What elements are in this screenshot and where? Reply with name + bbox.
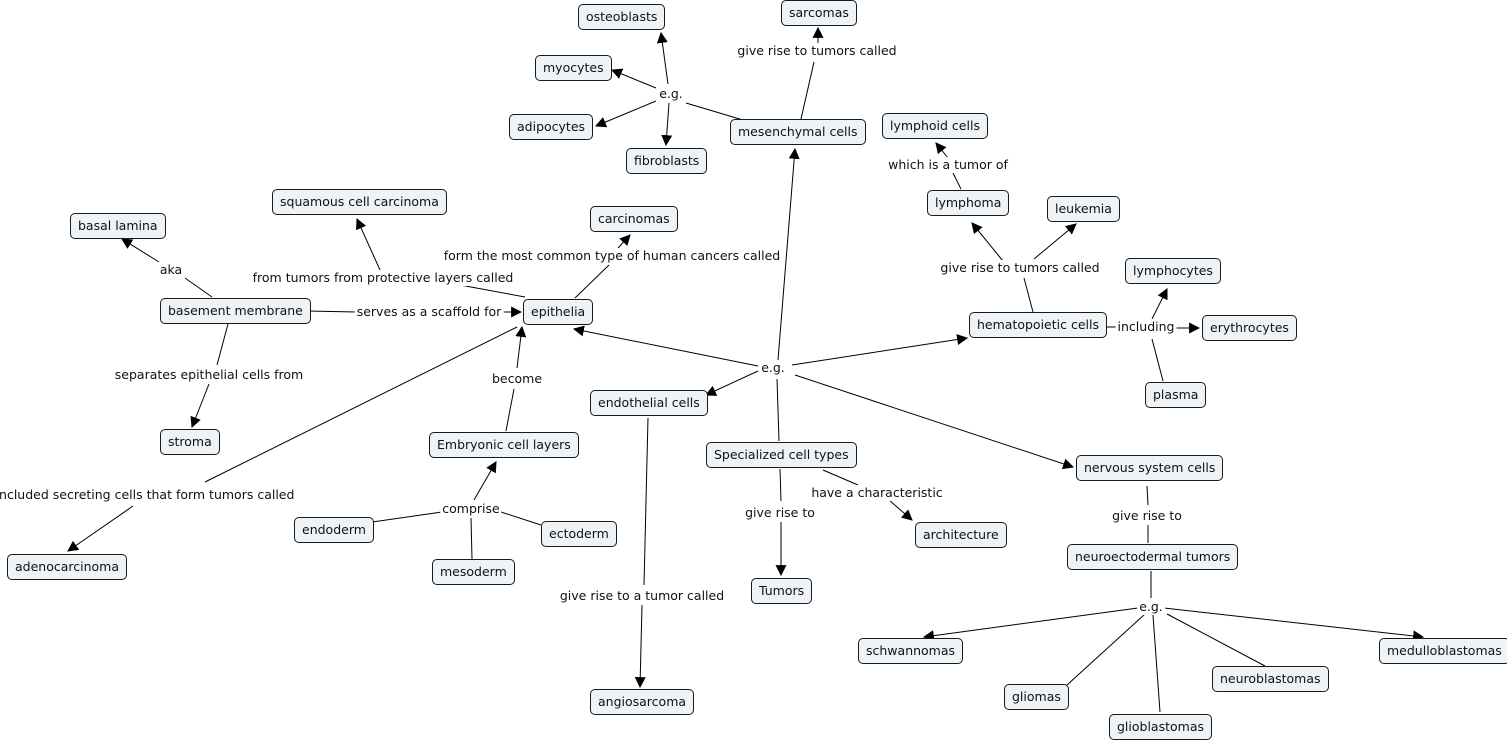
concept-architecture[interactable]: architecture xyxy=(915,522,1007,548)
link-form-most-common: form the most common type of human cance… xyxy=(441,248,783,264)
concept-myocytes[interactable]: myocytes xyxy=(535,55,612,81)
concept-lymphoid-cells[interactable]: lymphoid cells xyxy=(882,113,988,139)
concept-squamous-cell-carcinoma[interactable]: squamous cell carcinoma xyxy=(272,189,447,215)
concept-angiosarcoma[interactable]: angiosarcoma xyxy=(590,689,695,715)
link-give-rise-to-tumors-called-sarcomas: give rise to tumors called xyxy=(735,43,899,59)
link-serves-as-scaffold: serves as a scaffold for xyxy=(354,304,504,320)
concept-erythrocytes[interactable]: erythrocytes xyxy=(1202,315,1297,341)
link-become: become xyxy=(489,371,545,387)
link-comprise: comprise xyxy=(440,501,502,517)
concept-ectoderm[interactable]: ectoderm xyxy=(541,521,617,547)
concept-tumors[interactable]: Tumors xyxy=(751,578,813,604)
concept-medulloblastomas[interactable]: medulloblastomas xyxy=(1379,638,1507,664)
link-give-rise-to-tumors-called-lymphoma: give rise to tumors called xyxy=(938,260,1102,276)
concept-basal-lamina[interactable]: basal lamina xyxy=(70,213,166,239)
concept-schwannomas[interactable]: schwannomas xyxy=(858,638,964,664)
concept-osteoblasts[interactable]: osteoblasts xyxy=(578,4,666,30)
concept-lymphoma[interactable]: lymphoma xyxy=(927,190,1010,216)
link-give-rise-to-a-tumor-called: give rise to a tumor called xyxy=(557,588,727,604)
link-which-is-a-tumor-of: which is a tumor of xyxy=(886,157,1010,173)
link-including: including xyxy=(1115,319,1177,335)
concept-fibroblasts[interactable]: fibroblasts xyxy=(626,148,708,174)
concept-endothelial-cells[interactable]: endothelial cells xyxy=(590,390,708,416)
concept-leukemia[interactable]: leukemia xyxy=(1047,196,1120,222)
concept-sarcomas[interactable]: sarcomas xyxy=(781,0,857,26)
concept-basement-membrane[interactable]: basement membrane xyxy=(160,298,311,324)
link-aka: aka xyxy=(157,262,185,278)
concept-glioblastomas[interactable]: glioblastomas xyxy=(1109,714,1213,740)
concept-neuroectodermal-tumors[interactable]: neuroectodermal tumors xyxy=(1067,544,1239,570)
concept-adipocytes[interactable]: adipocytes xyxy=(509,114,594,140)
link-eg-neuro: e.g. xyxy=(1137,599,1165,615)
concept-neuroblastomas[interactable]: neuroblastomas xyxy=(1212,666,1329,692)
link-separates: separates epithelial cells from xyxy=(112,367,306,383)
concept-embryonic-cell-layers[interactable]: Embryonic cell layers xyxy=(429,432,579,458)
link-eg-mesenchymal: e.g. xyxy=(657,86,685,102)
concept-epithelia[interactable]: epithelia xyxy=(523,299,594,325)
link-have-characteristic: have a characteristic xyxy=(809,485,945,501)
link-eg-center: e.g. xyxy=(759,360,787,376)
concept-plasma[interactable]: plasma xyxy=(1145,382,1207,408)
concept-gliomas[interactable]: gliomas xyxy=(1004,684,1069,710)
link-from-protective-layers: from tumors from protective layers calle… xyxy=(250,270,516,286)
link-give-rise-to-tumors: give rise to xyxy=(743,505,817,521)
link-included-secreting: included secreting cells that form tumor… xyxy=(0,487,297,503)
concept-hematopoietic-cells[interactable]: hematopoietic cells xyxy=(969,312,1107,338)
concept-nervous-system-cells[interactable]: nervous system cells xyxy=(1076,455,1224,481)
concept-endoderm[interactable]: endoderm xyxy=(294,517,374,543)
concept-specialized-cell-types[interactable]: Specialized cell types xyxy=(706,442,857,468)
link-give-rise-to-neuroectodermal: give rise to xyxy=(1110,508,1184,524)
concept-mesenchymal-cells[interactable]: mesenchymal cells xyxy=(730,119,866,145)
concept-stroma[interactable]: stroma xyxy=(160,429,220,455)
concept-mesoderm[interactable]: mesoderm xyxy=(432,559,515,585)
concept-adenocarcinoma[interactable]: adenocarcinoma xyxy=(7,554,128,580)
concept-carcinomas[interactable]: carcinomas xyxy=(590,206,678,232)
concept-lymphocytes[interactable]: lymphocytes xyxy=(1125,258,1221,284)
